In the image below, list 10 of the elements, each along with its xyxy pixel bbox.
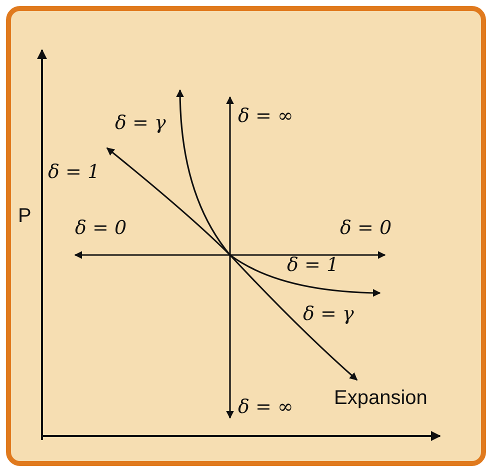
axis-label: P — [18, 206, 32, 226]
process-label: δ = 1 — [48, 163, 100, 182]
process-label: δ = 0 — [340, 219, 392, 238]
axis-label: Expansion — [334, 388, 428, 408]
process-label: δ = 1 — [287, 256, 339, 275]
process-label: δ = γ — [303, 305, 354, 324]
process-label: δ = ∞ — [238, 107, 294, 126]
process-label: δ = γ — [115, 114, 166, 133]
process-label: δ = 0 — [75, 219, 127, 238]
process-label: δ = ∞ — [238, 398, 294, 417]
